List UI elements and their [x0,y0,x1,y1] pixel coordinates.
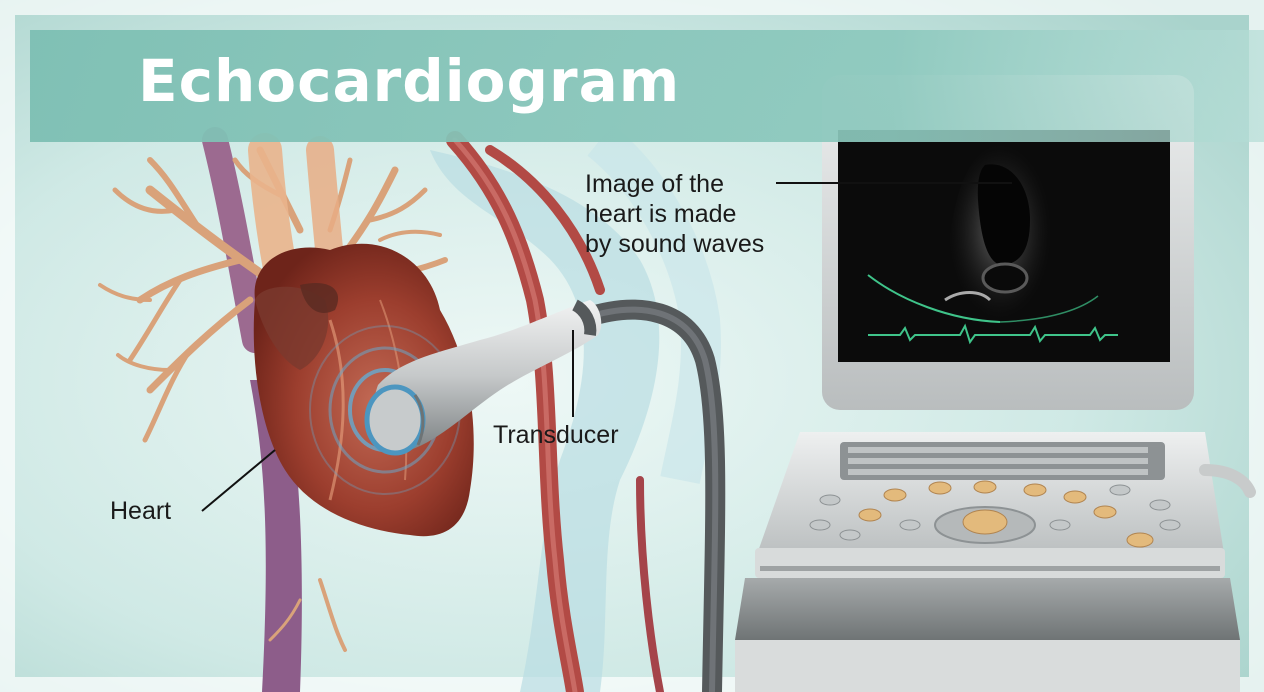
image-caption-label: Image of the heart is made by sound wave… [585,169,764,259]
console-front [755,548,1225,578]
trackball [963,510,1007,534]
heart-label: Heart [110,496,171,526]
page-title: Echocardiogram [138,52,680,110]
transducer-label: Transducer [493,420,619,450]
machine-base [735,578,1240,640]
image-caption-line-3: by sound waves [585,229,764,259]
image-caption-line-1: Image of the [585,169,764,199]
image-caption-line-2: heart is made [585,199,764,229]
